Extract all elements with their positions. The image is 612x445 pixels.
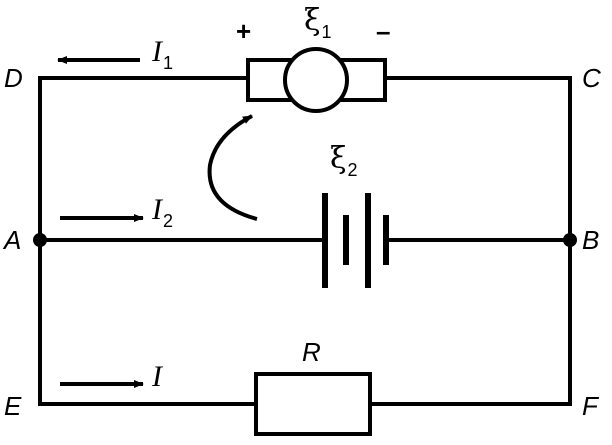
- junction-dot-b: [563, 233, 577, 247]
- emf2-label: ξ2: [330, 141, 358, 180]
- emf1-minus-sign: –: [376, 16, 390, 46]
- wires: [38, 76, 572, 406]
- current-label-i1: I1: [151, 35, 173, 73]
- emf1-label: ξ1: [304, 3, 332, 42]
- emf2-battery: [322, 193, 389, 288]
- node-label-c: C: [582, 63, 601, 93]
- node-label-b: B: [582, 225, 599, 255]
- current-label-i2: I2: [151, 193, 173, 231]
- node-label-d: D: [4, 63, 23, 93]
- loop-direction-arrow: [207, 114, 258, 221]
- emf1-source: [246, 47, 387, 113]
- junction-dot-a: [33, 233, 47, 247]
- resistor: [254, 372, 372, 436]
- node-label-e: E: [4, 391, 22, 421]
- current-label-i: I: [151, 360, 164, 393]
- node-label-f: F: [582, 391, 600, 421]
- emf1-rotor: [283, 47, 349, 113]
- resistor-label: R: [302, 337, 321, 367]
- emf1-plus-sign: +: [236, 16, 251, 46]
- node-label-a: A: [2, 225, 21, 255]
